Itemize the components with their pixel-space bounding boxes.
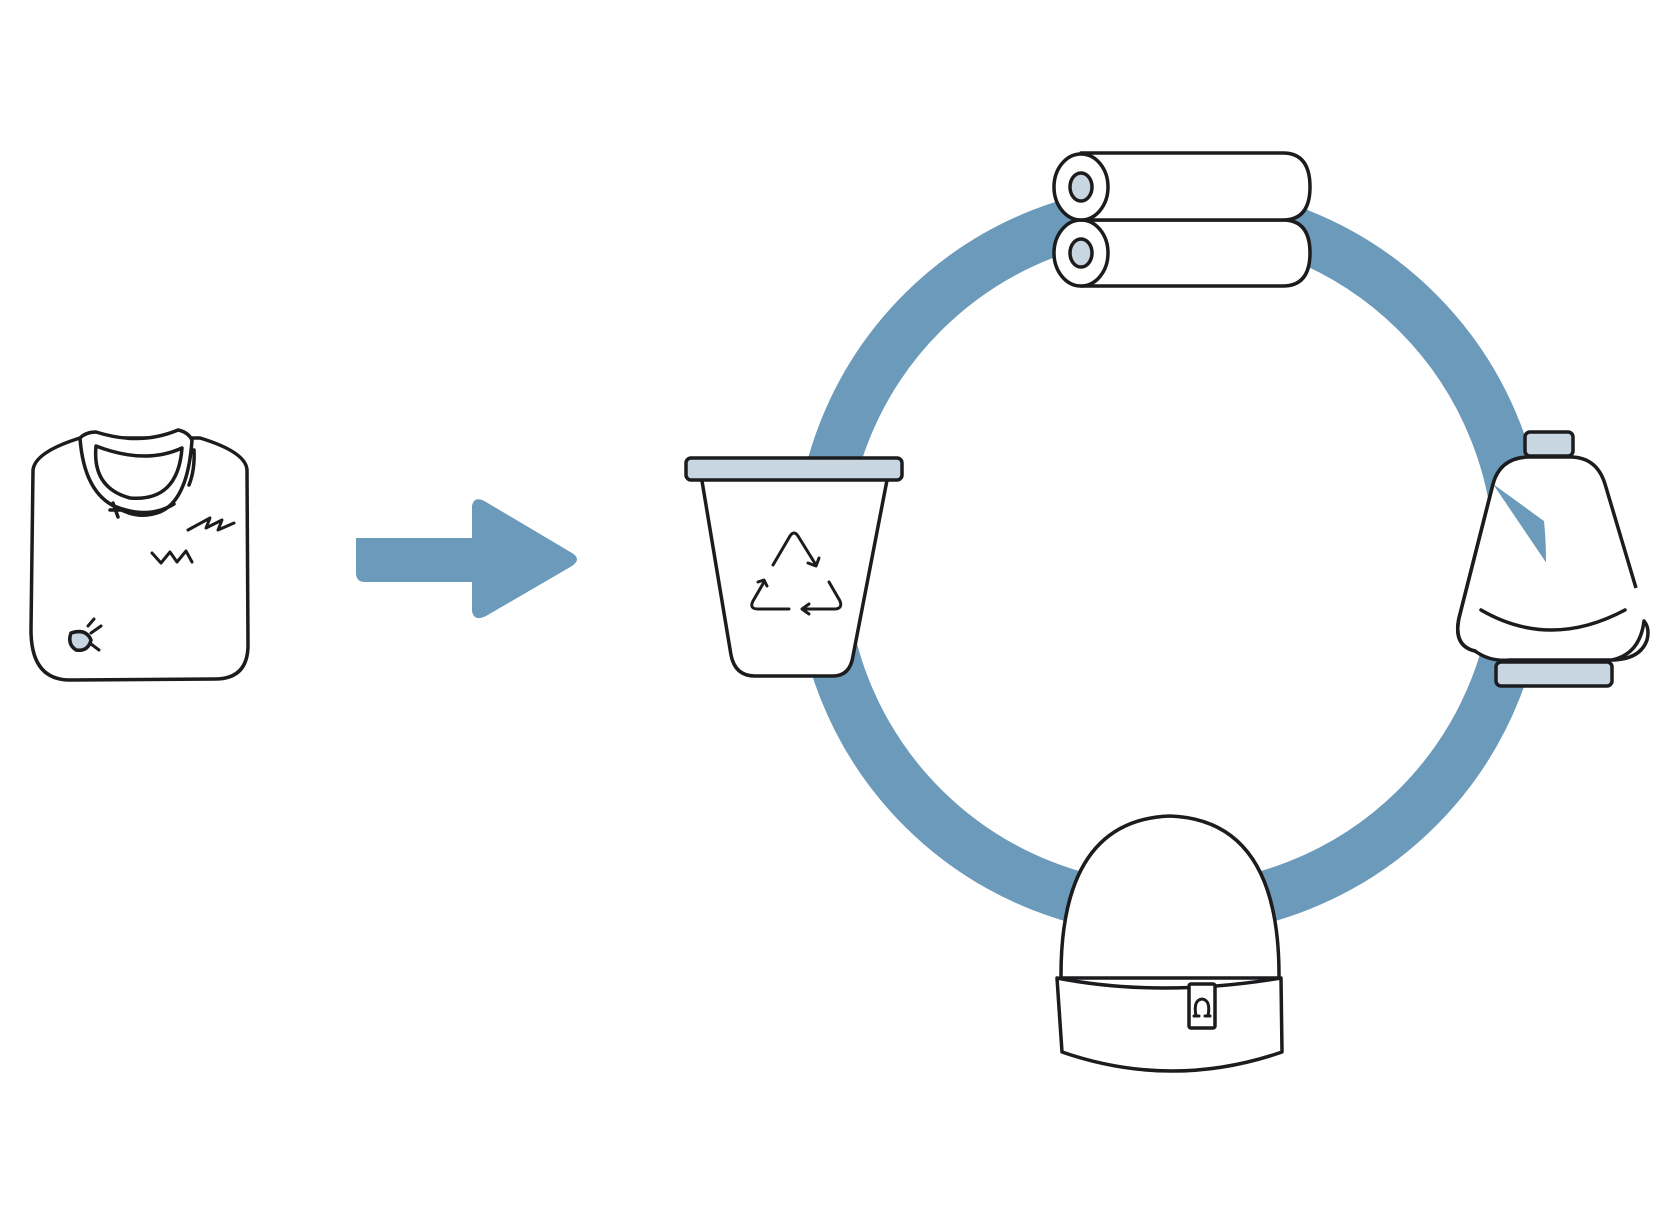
fabric-rolls-icon (1052, 151, 1312, 288)
yarn-cone-icon (1456, 430, 1650, 688)
beanie-hat-icon (1055, 814, 1284, 1073)
recycling-bin-icon (684, 456, 904, 678)
right-arrow-icon (356, 499, 577, 619)
worn-tshirt-icon (29, 428, 250, 682)
omega-logo-icon (1193, 997, 1211, 1018)
recycle-symbol-icon (750, 531, 843, 616)
cycle-ring (794, 184, 1546, 936)
